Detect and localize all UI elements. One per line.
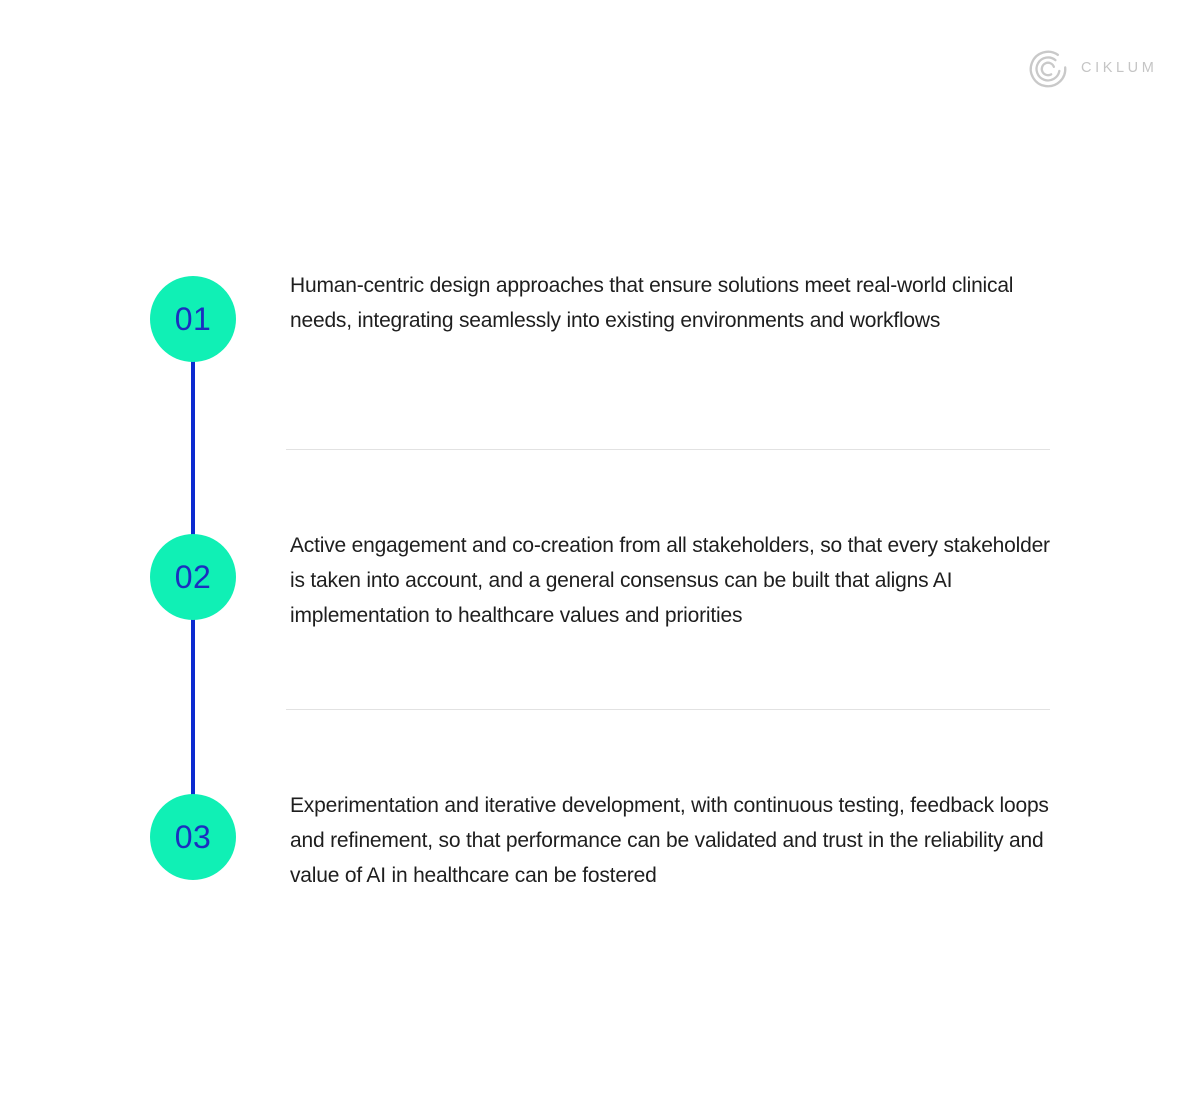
step-01-badge: 01: [150, 276, 236, 362]
step-03-badge: 03: [150, 794, 236, 880]
step-01-description: Human-centric design approaches that ens…: [290, 274, 1014, 332]
brand-logo-text: CIKLUM: [1081, 60, 1158, 76]
step-03-number: 03: [174, 819, 212, 855]
brand-logo: CIKLUM: [1026, 44, 1157, 92]
step-02-badge: 02: [150, 534, 236, 620]
step-02-description: Active engagement and co-creation from a…: [290, 534, 1050, 627]
row-divider-2: [286, 709, 1050, 710]
step-02-number: 02: [174, 559, 212, 595]
step-01-number: 01: [174, 301, 212, 337]
step-03-description: Experimentation and iterative developmen…: [290, 794, 1049, 887]
ciklum-logo-icon: [1029, 50, 1067, 88]
row-divider-1: [286, 449, 1050, 450]
